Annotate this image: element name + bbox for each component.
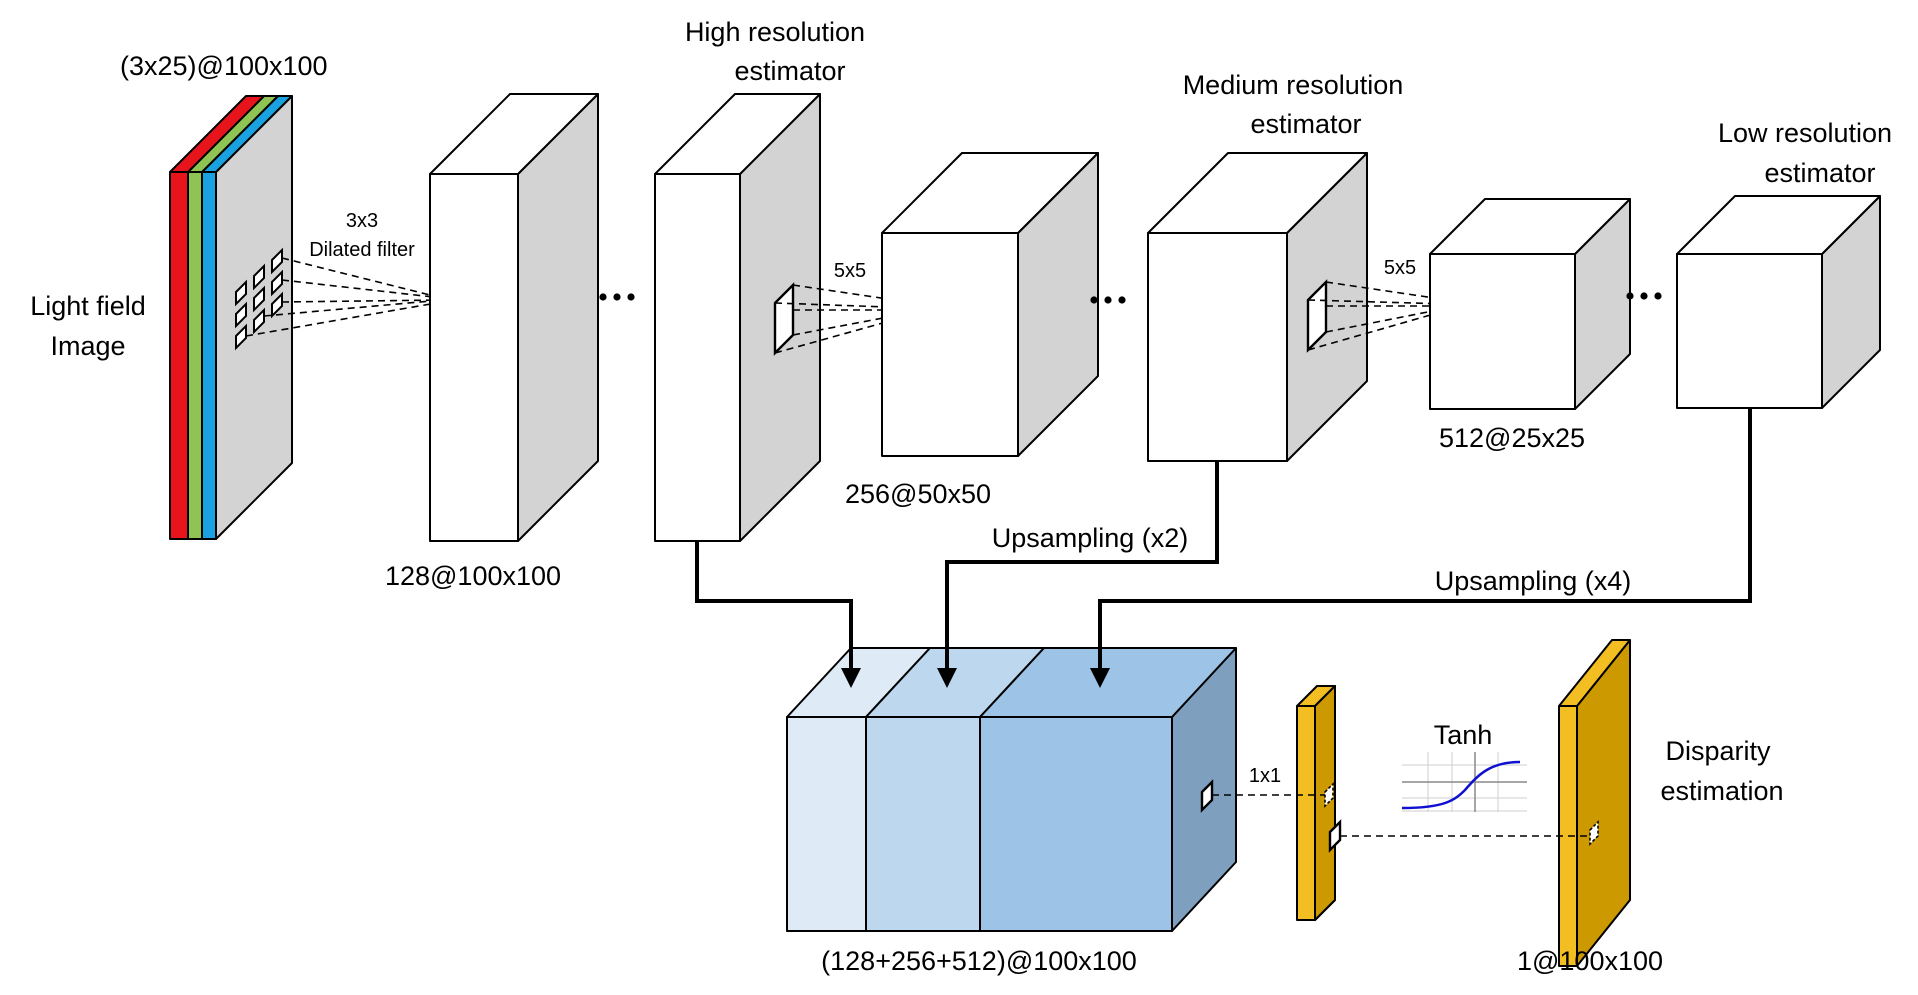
output-name-label-2: estimation [1660, 776, 1783, 806]
layer2-shape-label: 256@50x50 [845, 479, 991, 509]
upsample-x4-connector [1090, 408, 1752, 688]
output-name-label-1: Disparity [1665, 736, 1771, 766]
output-target-point [1589, 820, 1599, 846]
high-res-connector [695, 541, 861, 688]
ellipses [599, 292, 1662, 304]
gold-plane-1-face [1314, 685, 1342, 921]
activation-label: Tanh [1434, 720, 1493, 750]
upsample-x4-label: Upsampling (x4) [1435, 566, 1632, 596]
concat-point [1200, 779, 1214, 813]
high-res-title-1: High resolution [685, 17, 865, 47]
output-shape-label: 1@100x100 [1517, 946, 1663, 976]
input-shape-label: (3x25)@100x100 [120, 51, 328, 81]
disparity-output-plane [1558, 639, 1631, 967]
tanh-plot [1401, 752, 1527, 812]
conv-block-256 [881, 152, 1099, 457]
input-red-channel [169, 171, 189, 540]
filter-size-5x5-label-2: 5x5 [1384, 257, 1416, 279]
medium-res-title-2: estimator [1250, 109, 1361, 139]
medium-res-estimator-block [1147, 152, 1368, 462]
concat-front-2 [865, 716, 981, 932]
conv-block-512 [1429, 198, 1631, 410]
low-res-estimator-block [1676, 195, 1881, 409]
filter-type-label: Dilated filter [309, 239, 415, 261]
high-res-estimator-block [654, 93, 821, 542]
layer3-shape-label: 512@25x25 [1439, 423, 1585, 453]
skip-connectors [695, 408, 1752, 688]
conv-block-128 [429, 93, 599, 542]
concat-feature-volume [786, 647, 1237, 932]
filter-size-3x3-label: 3x3 [346, 210, 378, 232]
upsample-x2-label: Upsampling (x2) [992, 523, 1189, 553]
upsample-x2-connector [937, 461, 1219, 688]
layer1-shape-label: 128@100x100 [385, 561, 561, 591]
input-name-label-1: Light field [30, 291, 146, 321]
filter-size-1x1-label: 1x1 [1249, 765, 1281, 787]
plane1-target-point [1324, 782, 1334, 808]
input-blue-channel [201, 171, 217, 540]
dilated-filter-grid [235, 247, 283, 351]
concat-front-3 [979, 716, 1173, 932]
plane1-source-point [1328, 819, 1342, 853]
input-gray-side [215, 95, 293, 540]
dilated-filter-projection [245, 257, 453, 337]
medium-res-title-1: Medium resolution [1183, 70, 1404, 100]
input-green-channel [187, 171, 203, 540]
low-res-title-1: Low resolution [1718, 118, 1892, 148]
tanh-curve [1401, 760, 1521, 810]
low-res-title-2: estimator [1764, 158, 1875, 188]
input-name-label-2: Image [50, 331, 125, 361]
filter-size-5x5-label-1: 5x5 [834, 260, 866, 282]
concat-shape-label: (128+256+512)@100x100 [821, 946, 1137, 976]
high-res-title-2: estimator [734, 56, 845, 86]
concat-front-1 [786, 716, 867, 932]
input-light-field-stack [169, 95, 293, 540]
